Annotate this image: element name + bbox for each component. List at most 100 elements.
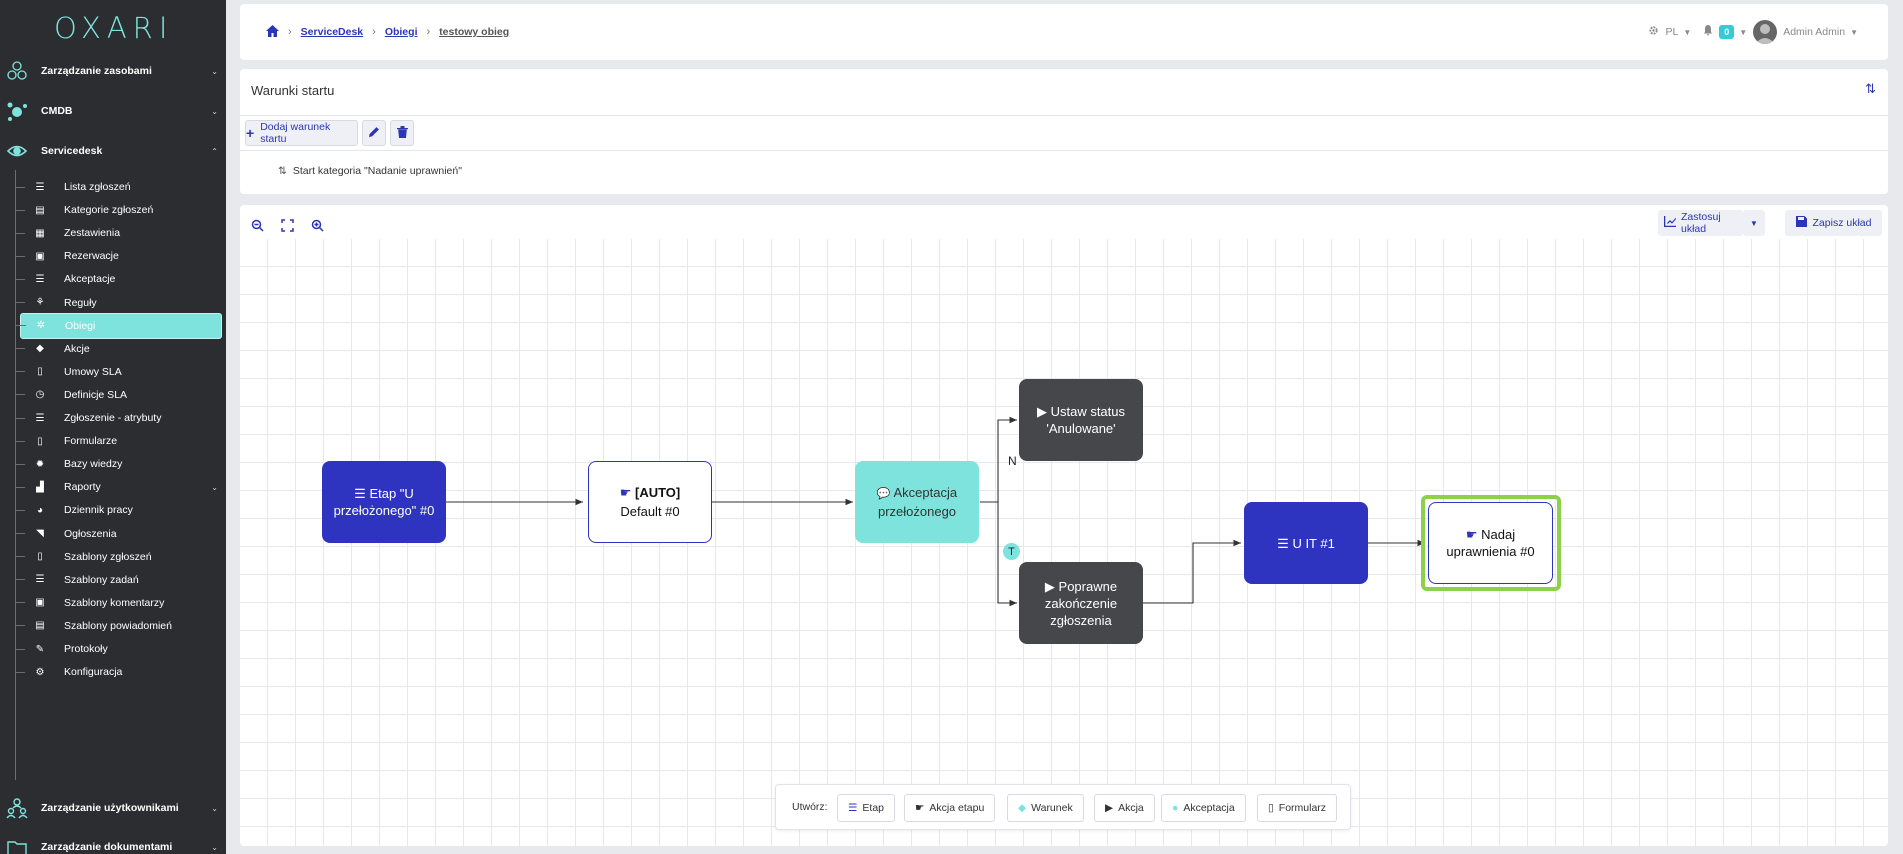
create-warunek-button[interactable]: ◆ Warunek: [1007, 794, 1084, 822]
nav-label: Zarządzanie zasobami: [41, 65, 152, 77]
swap-arrows-icon[interactable]: ⇅: [1865, 81, 1876, 96]
tree-branch: [15, 417, 25, 419]
nav-zarzadzanie-uzytkownikami[interactable]: Zarządzanie użytkownikami ⌄: [0, 789, 226, 827]
chevron-down-icon: ⌄: [211, 842, 218, 852]
bell-icon[interactable]: [1703, 25, 1713, 39]
node-label: Poprawne zakończenie zgłoszenia: [1044, 578, 1118, 628]
comment-icon: ●: [1172, 802, 1179, 814]
sidebar-item-obiegi[interactable]: ✲Obiegi: [16, 312, 222, 339]
sidebar-item-protokoły[interactable]: ✎Protokoły: [15, 636, 222, 662]
sidebar-item-akcje[interactable]: ◆Akcje: [15, 336, 222, 362]
sidebar-item-szablony-zgłoszeń[interactable]: ▯Szablony zgłoszeń: [15, 544, 222, 570]
home-icon[interactable]: [266, 24, 279, 40]
create-akceptacja-button[interactable]: ● Akceptacja: [1161, 794, 1246, 822]
sidebar-item-label: Raporty: [64, 481, 101, 494]
list-icon: ☰: [35, 181, 45, 193]
chevron-down-icon: ⌄: [211, 803, 218, 813]
chevron-down-icon: ⌄: [211, 66, 218, 76]
hand-point-icon: ☛: [1465, 527, 1478, 542]
workflow-canvas[interactable]: Zastosuj układ ▼ Zapisz układ ☰ Etap "U …: [240, 205, 1888, 846]
caret-down-icon[interactable]: ▼: [1850, 27, 1858, 37]
sidebar-item-label: Bazy wiedzy: [64, 458, 123, 471]
start-conditions-toolbar: + Dodaj warunek startu: [240, 115, 1888, 151]
tree-branch: [15, 209, 25, 211]
sidebar-item-umowy-sla[interactable]: ▯Umowy SLA: [15, 359, 222, 385]
sidebar-item-szablony-komentarzy[interactable]: ▣Szablony komentarzy: [15, 590, 222, 616]
sidebar-item-raporty[interactable]: ▟Raporty⌄: [15, 474, 222, 500]
sidebar-item-formularze[interactable]: ▯Formularze: [15, 428, 222, 454]
caret-down-icon[interactable]: ▼: [1683, 27, 1692, 37]
button-label: Akcja etapu: [929, 802, 985, 814]
apply-layout-dropdown[interactable]: ▼: [1743, 210, 1765, 236]
node-label: Ustaw status 'Anulowane': [1046, 404, 1126, 436]
create-akcja-button[interactable]: ▶ Akcja: [1094, 794, 1155, 822]
create-etap-button[interactable]: ☰ Etap: [837, 794, 896, 822]
node-u-it[interactable]: ☰ U IT #1: [1244, 502, 1368, 584]
node-auto-default[interactable]: ☛ [AUTO] Default #0: [588, 461, 712, 543]
list-icon: ☰: [35, 574, 45, 586]
create-akcja-etapu-button[interactable]: ☛ Akcja etapu: [904, 794, 996, 822]
node-akceptacja-przelozonego[interactable]: 💬 Akceptacja przełożonego: [855, 461, 979, 543]
edge-label-t: T: [1003, 543, 1020, 560]
sidebar-item-label: Szablony komentarzy: [64, 596, 165, 609]
create-toolbar: Utwórz: ☰ Etap ☛ Akcja etapu ◆ Warunek ▶…: [775, 784, 1351, 830]
sidebar-item-label: Reguły: [64, 296, 97, 309]
edit-button[interactable]: [362, 120, 386, 146]
language-selector[interactable]: PL: [1665, 26, 1679, 38]
sidebar-item-label: Szablony powiadomień: [64, 619, 172, 632]
gear-icon[interactable]: [1648, 25, 1659, 39]
nav-servicedesk[interactable]: Servicedesk ⌃: [0, 132, 226, 170]
breadcrumb-obiegi[interactable]: Obiegi: [384, 26, 418, 38]
sidebar-item-dziennik-pracy[interactable]: ◕Dziennik pracy: [15, 497, 222, 523]
sidebar-item-zgłoszenie-atrybuty[interactable]: ☰Zgłoszenie - atrybuty: [15, 405, 222, 431]
node-etap-u-przelozonego[interactable]: ☰ Etap "U przełożonego" #0: [322, 461, 446, 543]
delete-button[interactable]: [390, 120, 414, 146]
nav-zarzadzanie-dokumentami[interactable]: Zarządzanie dokumentami ⌄: [0, 828, 226, 854]
user-name[interactable]: Admin Admin: [1783, 26, 1846, 38]
breadcrumb-current[interactable]: testowy obieg: [439, 26, 510, 38]
add-start-condition-button[interactable]: + Dodaj warunek startu: [245, 120, 358, 146]
sidebar-item-lista-zgłoszeń[interactable]: ☰Lista zgłoszeń: [15, 174, 222, 200]
caret-down-icon[interactable]: ▼: [1739, 27, 1748, 37]
zoom-in-icon[interactable]: [305, 213, 329, 237]
sidebar-item-szablony-powiadomień[interactable]: ▤Szablony powiadomień: [15, 613, 222, 639]
nav-cmdb[interactable]: CMDB ⌄: [0, 92, 226, 130]
nav-zarzadzanie-zasobami[interactable]: Zarządzanie zasobami ⌄: [0, 52, 226, 90]
button-label: Akcja: [1118, 802, 1144, 814]
edge-akceptacja-t: [980, 501, 1017, 607]
plus-icon: +: [246, 125, 255, 141]
categories-icon: ▤: [35, 204, 45, 216]
sidebar-item-definicje-sla[interactable]: ◷Definicje SLA: [15, 382, 222, 408]
chart-icon: [1664, 216, 1677, 230]
create-formularz-button[interactable]: ▯ Formularz: [1257, 794, 1338, 822]
sidebar-item-rezerwacje[interactable]: ▣Rezerwacje: [15, 243, 222, 269]
trash-icon: [396, 125, 408, 141]
sidebar-item-konfiguracja[interactable]: ⚙Konfiguracja: [15, 659, 222, 685]
oxari-logo[interactable]: OXARI: [54, 11, 174, 45]
sidebar-item-akceptacje[interactable]: ☰Akceptacje: [15, 266, 222, 292]
sidebar-item-label: Umowy SLA: [64, 365, 122, 378]
apply-layout-button[interactable]: Zastosuj układ: [1658, 210, 1743, 236]
node-nadaj-uprawnienia[interactable]: ☛ Nadaj uprawnienia #0: [1428, 502, 1553, 584]
start-condition-item[interactable]: ⇅ Start kategoria "Nadanie uprawnień": [278, 165, 462, 177]
sidebar-item-label: Szablony zgłoszeń: [64, 550, 152, 563]
user-clock-icon: ◕: [36, 504, 44, 516]
sidebar-item-zestawienia[interactable]: ▦Zestawienia: [15, 220, 222, 246]
fullscreen-icon[interactable]: [275, 213, 299, 237]
avatar[interactable]: [1753, 20, 1778, 44]
notification-badge[interactable]: 0: [1719, 25, 1735, 39]
selection-highlight: [1421, 495, 1561, 591]
sidebar-item-ogłoszenia[interactable]: ◥Ogłoszenia: [15, 521, 222, 547]
breadcrumb-servicedesk[interactable]: ServiceDesk: [300, 26, 364, 38]
sidebar-item-bazy-wiedzy[interactable]: ✹Bazy wiedzy: [15, 451, 222, 477]
node-poprawne-zakonczenie[interactable]: ▶ Poprawne zakończenie zgłoszenia: [1019, 562, 1143, 644]
sidebar-item-reguły[interactable]: ⚘Reguły: [15, 290, 222, 316]
play-icon: ▶: [1105, 802, 1114, 814]
sidebar-item-szablony-zadań[interactable]: ☰Szablony zadań: [15, 567, 222, 593]
save-layout-button[interactable]: Zapisz układ: [1785, 210, 1882, 236]
node-ustaw-status-anulowane[interactable]: ▶ Ustaw status 'Anulowane': [1019, 379, 1143, 461]
zoom-out-icon[interactable]: [245, 213, 269, 237]
sidebar-item-kategorie-zgłoszeń[interactable]: ▤Kategorie zgłoszeń: [15, 197, 222, 223]
breadcrumb-separator: ›: [288, 26, 292, 38]
tree-branch: [15, 371, 25, 373]
